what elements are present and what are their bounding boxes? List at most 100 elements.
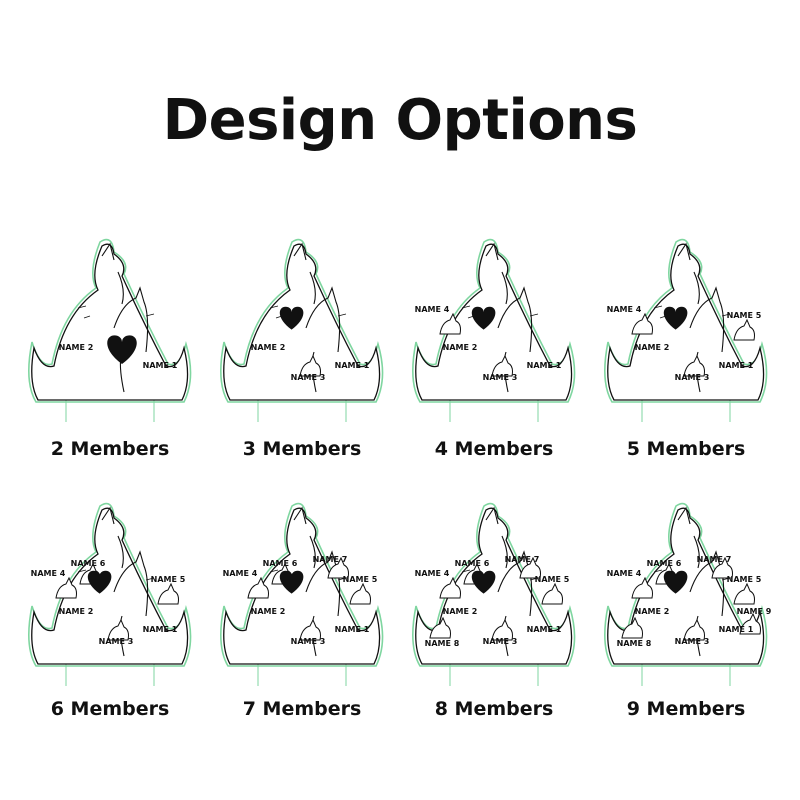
name-label: NAME 4 bbox=[607, 305, 642, 314]
name-label: NAME 2 bbox=[251, 607, 286, 616]
name-label: NAME 7 bbox=[697, 555, 732, 564]
pup-figure bbox=[733, 318, 755, 341]
option-label: 6 Members bbox=[50, 698, 170, 720]
name-label: NAME 6 bbox=[455, 559, 490, 568]
pup-figure bbox=[55, 576, 77, 599]
name-label: NAME 3 bbox=[291, 637, 326, 646]
pup-figure bbox=[631, 576, 653, 599]
name-label: NAME 2 bbox=[443, 607, 478, 616]
wolf-lamp-illustration: NAME 1 NAME 2 NAME 3 NAME 4 NAME 5 NAME 6 bbox=[28, 502, 192, 686]
name-label: NAME 2 bbox=[59, 343, 94, 352]
option-label: 3 Members bbox=[242, 438, 362, 460]
name-label: NAME 1 bbox=[143, 361, 178, 370]
name-label: NAME 2 bbox=[59, 607, 94, 616]
name-label: NAME 4 bbox=[223, 569, 258, 578]
name-label: NAME 5 bbox=[727, 575, 762, 584]
name-label: NAME 1 bbox=[527, 361, 562, 370]
wolf-family-outline bbox=[31, 243, 189, 401]
name-label: NAME 3 bbox=[483, 373, 518, 382]
howling-wolf-head bbox=[485, 506, 508, 569]
design-option-4[interactable]: NAME 1 NAME 2 NAME 3 NAME 4 4 Members bbox=[394, 232, 594, 472]
howling-wolf-head bbox=[293, 242, 316, 305]
pup-figure bbox=[247, 576, 269, 599]
name-label: NAME 4 bbox=[31, 569, 66, 578]
wolf-family-outline bbox=[607, 243, 765, 401]
heart-icon bbox=[663, 306, 688, 330]
howling-wolf-head bbox=[677, 242, 700, 305]
option-label: 8 Members bbox=[434, 698, 554, 720]
pup-figure bbox=[711, 556, 733, 579]
name-label: NAME 3 bbox=[99, 637, 134, 646]
option-label: 2 Members bbox=[50, 438, 170, 460]
pup-figure bbox=[327, 556, 349, 579]
wolf-family-outline bbox=[223, 507, 381, 665]
name-label: NAME 8 bbox=[617, 639, 652, 648]
heart-icon bbox=[107, 335, 137, 364]
design-option-2[interactable]: NAME 1 NAME 2 2 Members bbox=[10, 232, 210, 472]
wolf-lamp-illustration: NAME 1 NAME 2 NAME 3 NAME 4 bbox=[412, 238, 576, 422]
pup-figure bbox=[683, 354, 705, 377]
wolf-family-outline bbox=[415, 507, 573, 665]
pup-figure bbox=[439, 312, 461, 335]
option-label: 4 Members bbox=[434, 438, 554, 460]
heart-icon bbox=[279, 570, 304, 594]
option-label: 7 Members bbox=[242, 698, 362, 720]
wolf-family-outline bbox=[31, 507, 189, 665]
name-label: NAME 8 bbox=[425, 639, 460, 648]
name-label: NAME 5 bbox=[151, 575, 186, 584]
option-label: 5 Members bbox=[626, 438, 746, 460]
howling-wolf-head bbox=[293, 506, 316, 569]
star-lines bbox=[77, 305, 155, 319]
name-label: NAME 7 bbox=[313, 555, 348, 564]
name-label: NAME 4 bbox=[415, 305, 450, 314]
design-option-6[interactable]: NAME 1 NAME 2 NAME 3 NAME 4 NAME 5 NAME 6 6 M… bbox=[10, 496, 210, 736]
pup-figure bbox=[157, 582, 179, 605]
name-label: NAME 2 bbox=[251, 343, 286, 352]
name-label: NAME 6 bbox=[647, 559, 682, 568]
name-label: NAME 4 bbox=[607, 569, 642, 578]
howling-wolf-head bbox=[101, 242, 124, 305]
howling-wolf-head bbox=[485, 242, 508, 305]
wolf-lamp-illustration: NAME 1 NAME 2 bbox=[28, 238, 192, 422]
name-label: NAME 2 bbox=[443, 343, 478, 352]
pup-figure bbox=[299, 618, 321, 641]
wolf-family-outline bbox=[223, 243, 381, 401]
pup-figure bbox=[491, 354, 513, 377]
name-label: NAME 1 bbox=[143, 625, 178, 634]
pup-figure bbox=[439, 576, 461, 599]
name-label: NAME 5 bbox=[727, 311, 762, 320]
name-label: NAME 3 bbox=[291, 373, 326, 382]
name-label: NAME 7 bbox=[505, 555, 540, 564]
heart-icon bbox=[279, 306, 304, 330]
pup-figure bbox=[683, 618, 705, 641]
pup-figure bbox=[541, 582, 563, 605]
name-label: NAME 1 bbox=[719, 625, 754, 634]
pup-figure bbox=[739, 612, 761, 635]
name-label: NAME 9 bbox=[737, 607, 772, 616]
pup-figure bbox=[299, 354, 321, 377]
pup-figure bbox=[733, 582, 755, 605]
heart-icon bbox=[471, 570, 496, 594]
name-label: NAME 5 bbox=[343, 575, 378, 584]
pup-figure bbox=[491, 618, 513, 641]
name-label: NAME 5 bbox=[535, 575, 570, 584]
pup-figure bbox=[429, 616, 451, 639]
name-label: NAME 3 bbox=[675, 373, 710, 382]
option-label: 9 Members bbox=[626, 698, 746, 720]
name-label: NAME 3 bbox=[483, 637, 518, 646]
name-label: NAME 2 bbox=[635, 343, 670, 352]
name-label: NAME 6 bbox=[263, 559, 298, 568]
wolf-family-outline bbox=[415, 243, 573, 401]
name-label: NAME 6 bbox=[71, 559, 106, 568]
page-title: Design Options bbox=[162, 88, 638, 153]
pup-figure bbox=[519, 556, 541, 579]
